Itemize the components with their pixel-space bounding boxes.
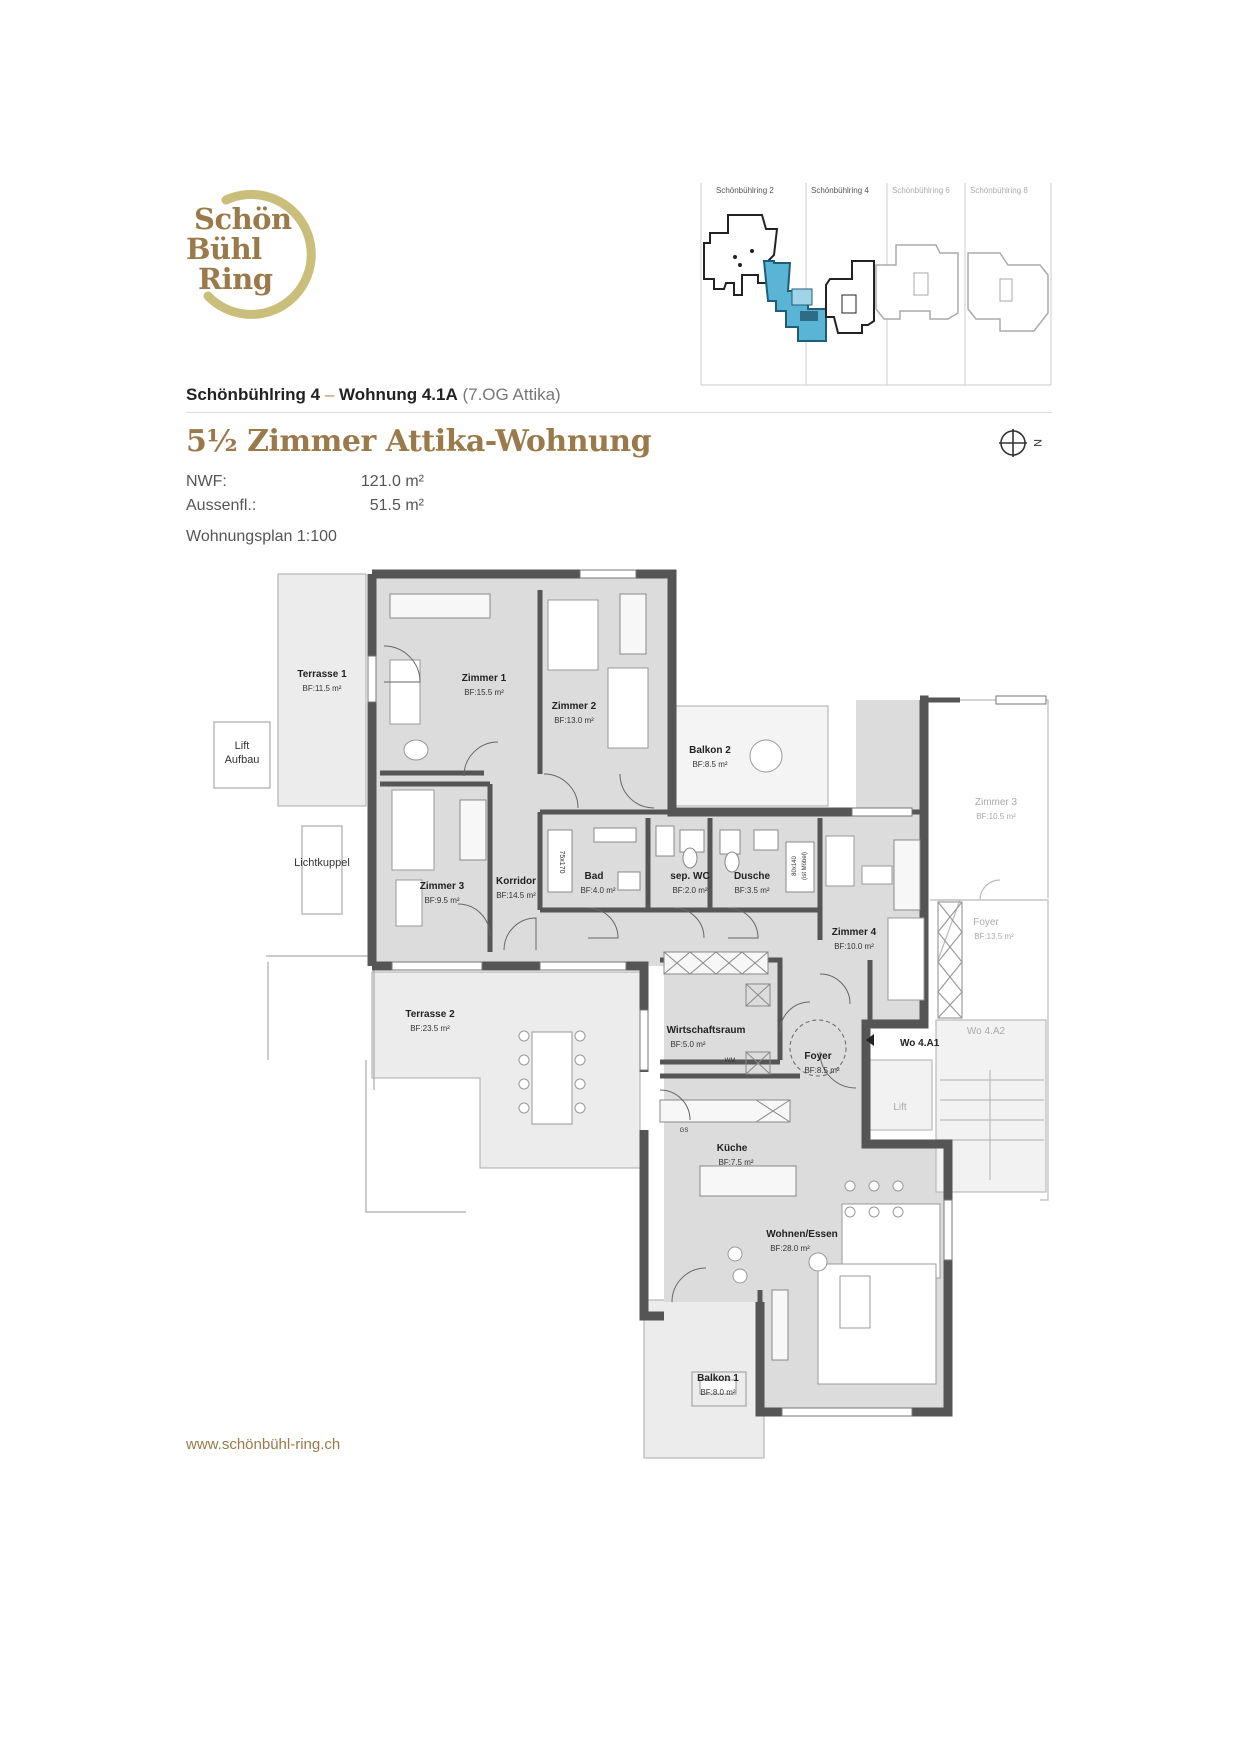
room-kueche-name: Küche [717, 1143, 748, 1154]
room-wirtschaftsraum-name: Wirtschaftsraum [667, 1025, 746, 1036]
plan-scale-label: Wohnungsplan 1:100 [186, 528, 337, 545]
siteplan-label-2: Schönbühlring 2 [716, 186, 774, 195]
logo-line-3: Ring [198, 262, 273, 296]
neighbor-unit-label: Wo 4.A2 [967, 1026, 1006, 1037]
siteplan-label-6: Schönbühlring 6 [892, 186, 950, 195]
neighbor-zimmer-3-area: BF:10.5 m² [976, 812, 1016, 821]
room-zimmer-2-name: Zimmer 2 [552, 701, 597, 712]
room-korridor-area: BF:14.5 m² [496, 891, 536, 900]
floor-label: (7.OG Attika) [462, 385, 561, 404]
room-bad-area: BF:4.0 m² [580, 886, 615, 895]
room-terrasse-1-name: Terrasse 1 [297, 669, 347, 680]
spec-outdoor-value: 51.5 m² [369, 497, 424, 514]
room-balkon-1-name: Balkon 1 [697, 1373, 739, 1384]
skylight-label: Lichtkuppel [294, 857, 350, 869]
room-zimmer-1-area: BF:15.5 m² [464, 688, 504, 697]
shower-dimension: 80x140 [792, 855, 798, 875]
spec-outdoor: Aussenfl.: 51.5 m² [186, 497, 424, 515]
floor-plan: Terrasse 1 BF:11.5 m² Zimmer 1 BF:15.5 m… [213, 569, 1049, 1459]
room-balkon-2-area: BF:8.5 m² [692, 760, 727, 769]
room-balkon-2-name: Balkon 2 [689, 745, 731, 756]
logo-line-2: Bühl [186, 232, 262, 266]
heading-separator: – [324, 385, 335, 404]
room-zimmer-2-area: BF:13.0 m² [554, 716, 594, 725]
room-zimmer-3-name: Zimmer 3 [420, 881, 465, 892]
room-foyer-area: BF:8.5 m² [804, 1066, 839, 1075]
terrace-2-area [371, 971, 641, 1169]
unit-number: Wohnung 4.1A [339, 385, 458, 404]
room-sep-wc-area: BF:2.0 m² [672, 886, 707, 895]
bathtub [547, 829, 573, 893]
website-url[interactable]: www.schönbühl-ring.ch [186, 1436, 341, 1453]
room-wohnen-essen-name: Wohnen/Essen [766, 1229, 838, 1240]
room-zimmer-1-name: Zimmer 1 [462, 673, 507, 684]
room-wirtschaftsraum-area: BF:5.0 m² [670, 1040, 705, 1049]
spec-nwf-value: 121.0 m² [360, 473, 424, 490]
room-wohnen-essen-area: BF:28.0 m² [770, 1244, 810, 1253]
room-zimmer-4-name: Zimmer 4 [832, 927, 877, 938]
entrance-arrow-icon [866, 1034, 874, 1046]
unit-heading: Schönbühlring 4 – Wohnung 4.1A (7.OG Att… [186, 385, 1052, 405]
skylight [301, 825, 343, 915]
room-dusche-area: BF:3.5 m² [734, 886, 769, 895]
neighbor-lift-label: Lift [893, 1102, 907, 1113]
room-zimmer-4-area: BF:10.0 m² [834, 942, 874, 951]
terrace-1-area [277, 573, 367, 807]
siteplan-label-8: Schönbühlring 8 [970, 186, 1028, 195]
room-kueche-area: BF:7.5 m² [718, 1158, 753, 1167]
neighbor-zimmer-3-name: Zimmer 3 [975, 797, 1018, 808]
lift-housing-label-1: Lift [235, 740, 250, 752]
spec-nwf: NWF: 121.0 m² [186, 473, 424, 491]
north-label: N [1031, 439, 1043, 447]
shower-note: (ist Möbel) [802, 852, 808, 880]
entrance-unit-label: Wo 4.A1 [900, 1038, 940, 1049]
north-arrow-icon: N [999, 429, 1043, 457]
neighbor-foyer-name: Foyer [973, 917, 999, 928]
room-zimmer-3-area: BF:9.5 m² [424, 896, 459, 905]
siteplan-label-4: Schönbühlring 4 [811, 186, 869, 195]
street-name: Schönbühlring 4 [186, 385, 321, 404]
logo-ring [203, 189, 316, 319]
room-balkon-1-area: BF:8.0 m² [700, 1388, 735, 1397]
dishwasher-label: GS [680, 1128, 689, 1134]
logo-line-1: Schön [194, 202, 292, 236]
lift-housing [213, 721, 271, 789]
neighbor-foyer-area: BF:13.5 m² [974, 932, 1014, 941]
room-terrasse-2-area: BF:23.5 m² [410, 1024, 450, 1033]
bathtub-dimension: 75x170 [558, 851, 565, 874]
interior-floor [372, 574, 948, 1412]
room-sep-wc-name: sep. WC [670, 871, 709, 882]
spec-outdoor-label: Aussenfl.: [186, 497, 257, 514]
spec-nwf-label: NWF: [186, 473, 227, 490]
siteplan-thumbnail [700, 183, 1052, 386]
room-bad-name: Bad [585, 871, 604, 882]
balcony-1-area [643, 1299, 765, 1459]
room-korridor-name: Korridor [496, 876, 536, 887]
room-dusche-name: Dusche [734, 871, 771, 882]
apartment-type-title: 5½ Zimmer Attika-Wohnung [186, 424, 652, 459]
header-divider [186, 412, 1052, 413]
room-terrasse-1-area: BF:11.5 m² [303, 684, 342, 693]
balcony-2-area [669, 705, 829, 807]
room-terrasse-2-name: Terrasse 2 [405, 1009, 455, 1020]
lift-housing-label-2: Aufbau [225, 754, 260, 766]
logo-wordmark: Schön Bühl Ring [186, 204, 306, 294]
washer-label: WM [725, 1058, 736, 1064]
room-foyer-name: Foyer [804, 1051, 831, 1062]
